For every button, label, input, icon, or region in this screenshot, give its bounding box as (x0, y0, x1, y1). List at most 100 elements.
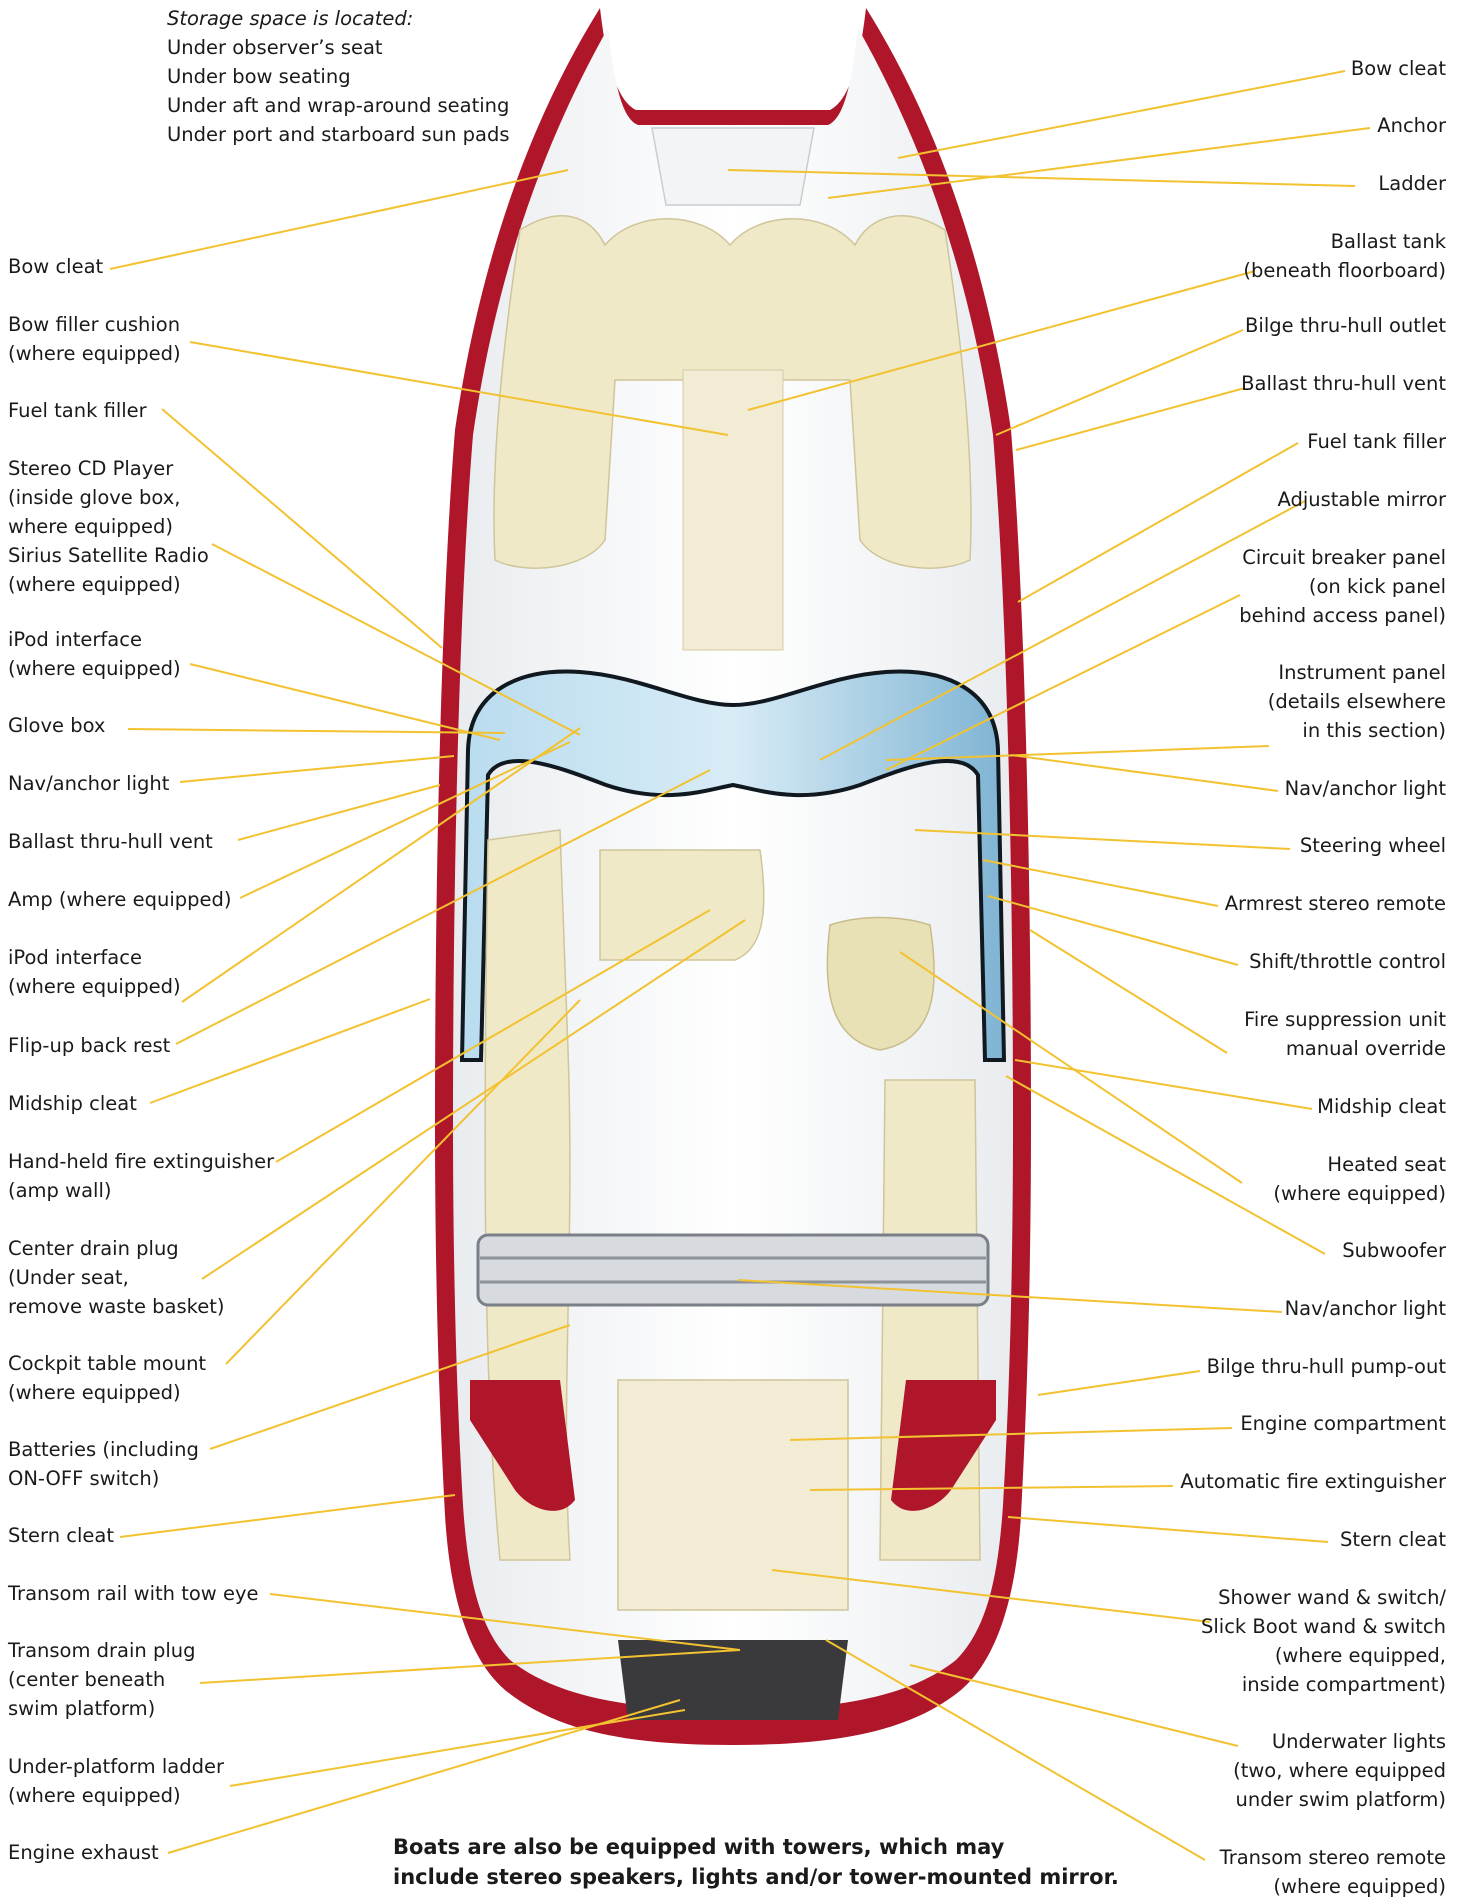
callout-text: Anchor (1377, 111, 1446, 140)
callout-text: Shift/throttle control (1249, 947, 1446, 976)
callout-text: Stereo CD Player (8, 454, 209, 483)
callout-text: (center beneath (8, 1665, 196, 1694)
callout-text: Automatic fire extinguisher (1180, 1467, 1446, 1496)
callout-text: Amp (where equipped) (8, 885, 232, 914)
left-callout-5: iPod interface(where equipped) (8, 625, 181, 683)
left-callout-12: Midship cleat (8, 1089, 137, 1118)
storage-note: Storage space is located: Under observer… (167, 4, 510, 149)
callout-text: Steering wheel (1300, 831, 1446, 860)
right-leader-line-6 (1016, 388, 1245, 450)
callout-text: Subwoofer (1342, 1236, 1446, 1265)
right-callout-23: Stern cleat (1340, 1525, 1446, 1554)
right-callout-16: Midship cleat (1317, 1092, 1446, 1121)
right-callout-14: Shift/throttle control (1249, 947, 1446, 976)
callout-text: (where equipped) (8, 339, 181, 368)
left-callout-11: Flip-up back rest (8, 1031, 170, 1060)
callout-text: Shower wand & switch/ (1201, 1583, 1446, 1612)
callout-text: Bilge thru-hull outlet (1245, 311, 1446, 340)
left-callout-15: Cockpit table mount(where equipped) (8, 1349, 206, 1407)
right-leader-line-25 (910, 1665, 1238, 1746)
left-callout-20: Under-platform ladder(where equipped) (8, 1752, 224, 1810)
callout-text: Bow filler cushion (8, 310, 181, 339)
left-leader-line-12 (150, 999, 430, 1103)
right-callout-21: Engine compartment (1240, 1409, 1446, 1438)
left-callout-21: Engine exhaust (8, 1838, 159, 1867)
right-callout-22: Automatic fire extinguisher (1180, 1467, 1446, 1496)
callout-text: where equipped) (8, 512, 209, 541)
bow-walkway (683, 370, 783, 650)
callout-text: manual override (1244, 1034, 1446, 1063)
left-callout-3: Fuel tank filler (8, 396, 147, 425)
tower-note-line: Boats are also be equipped with towers, … (393, 1832, 1119, 1862)
callout-text: iPod interface (8, 943, 181, 972)
left-callout-13: Hand-held fire extinguisher(amp wall) (8, 1147, 274, 1205)
right-leader-line-16 (1015, 1060, 1312, 1109)
right-callout-2: Anchor (1377, 111, 1446, 140)
right-leader-line-5 (996, 330, 1243, 435)
callout-text: Nav/anchor light (1285, 774, 1446, 803)
callout-text: Armrest stereo remote (1225, 889, 1446, 918)
right-callout-5: Bilge thru-hull outlet (1245, 311, 1446, 340)
callout-text: (on kick panel (1239, 572, 1446, 601)
left-callout-17: Stern cleat (8, 1521, 114, 1550)
anchor-locker (652, 128, 814, 205)
callout-text: Hand-held fire extinguisher (8, 1147, 274, 1176)
storage-line: Under observer’s seat (167, 33, 510, 62)
left-callout-1: Bow cleat (8, 252, 103, 281)
right-callout-12: Steering wheel (1300, 831, 1446, 860)
callout-text: Midship cleat (1317, 1092, 1446, 1121)
callout-text: Bow cleat (1351, 54, 1446, 83)
left-leader-line-21 (168, 1700, 680, 1853)
right-callout-24: Shower wand & switch/Slick Boot wand & s… (1201, 1583, 1446, 1699)
callout-text: Midship cleat (8, 1089, 137, 1118)
callout-text: iPod interface (8, 625, 181, 654)
callout-text: Engine compartment (1240, 1409, 1446, 1438)
right-callout-4: Ballast tank(beneath floorboard) (1243, 227, 1446, 285)
callout-text: Engine exhaust (8, 1838, 159, 1867)
callout-text: Flip-up back rest (8, 1031, 170, 1060)
callout-text: Cockpit table mount (8, 1349, 206, 1378)
callout-text: Transom stereo remote (1220, 1843, 1446, 1872)
callout-text: behind access panel) (1239, 601, 1446, 630)
storage-line: Under aft and wrap-around seating (167, 91, 510, 120)
callout-text: swim platform) (8, 1694, 196, 1723)
right-callout-25: Underwater lights(two, where equippedund… (1233, 1727, 1446, 1814)
callout-text: under swim platform) (1233, 1785, 1446, 1814)
left-callout-6: Glove box (8, 711, 105, 740)
callout-text: (where equipped) (8, 570, 209, 599)
tower-note: Boats are also be equipped with towers, … (393, 1832, 1119, 1892)
callout-text: Glove box (8, 711, 105, 740)
right-callout-18: Subwoofer (1342, 1236, 1446, 1265)
callout-text: (where equipped) (8, 654, 181, 683)
tower-note-line: include stereo speakers, lights and/or t… (393, 1862, 1119, 1892)
right-callout-15: Fire suppression unitmanual override (1244, 1005, 1446, 1063)
right-callout-19: Nav/anchor light (1285, 1294, 1446, 1323)
callout-text: Circuit breaker panel (1239, 543, 1446, 572)
right-callout-20: Bilge thru-hull pump-out (1207, 1352, 1446, 1381)
right-leader-line-20 (1038, 1371, 1200, 1395)
callout-text: Batteries (including (8, 1435, 199, 1464)
callout-text: (Under seat, (8, 1263, 224, 1292)
right-callout-7: Fuel tank filler (1307, 427, 1446, 456)
callout-text: Nav/anchor light (8, 769, 169, 798)
callout-text: Adjustable mirror (1277, 485, 1446, 514)
callout-text: Under-platform ladder (8, 1752, 224, 1781)
callout-text: (where equipped) (8, 972, 181, 1001)
callout-text: (inside glove box, (8, 483, 209, 512)
callout-text: Fuel tank filler (1307, 427, 1446, 456)
callout-text: Center drain plug (8, 1234, 224, 1263)
left-callout-4: Stereo CD Player(inside glove box,where … (8, 454, 209, 599)
observer-seat (600, 850, 764, 960)
left-callout-10: iPod interface(where equipped) (8, 943, 181, 1001)
callout-text: ON-OFF switch) (8, 1464, 199, 1493)
right-callout-10: Instrument panel(details elsewherein thi… (1268, 658, 1446, 745)
left-callout-14: Center drain plug(Under seat,remove wast… (8, 1234, 224, 1321)
storage-line: Under port and starboard sun pads (167, 120, 510, 149)
callout-text: Transom rail with tow eye (8, 1579, 258, 1608)
callout-text: Ladder (1378, 169, 1446, 198)
left-callout-8: Ballast thru-hull vent (8, 827, 213, 856)
callout-text: (where equipped, (1201, 1641, 1446, 1670)
left-callout-9: Amp (where equipped) (8, 885, 232, 914)
